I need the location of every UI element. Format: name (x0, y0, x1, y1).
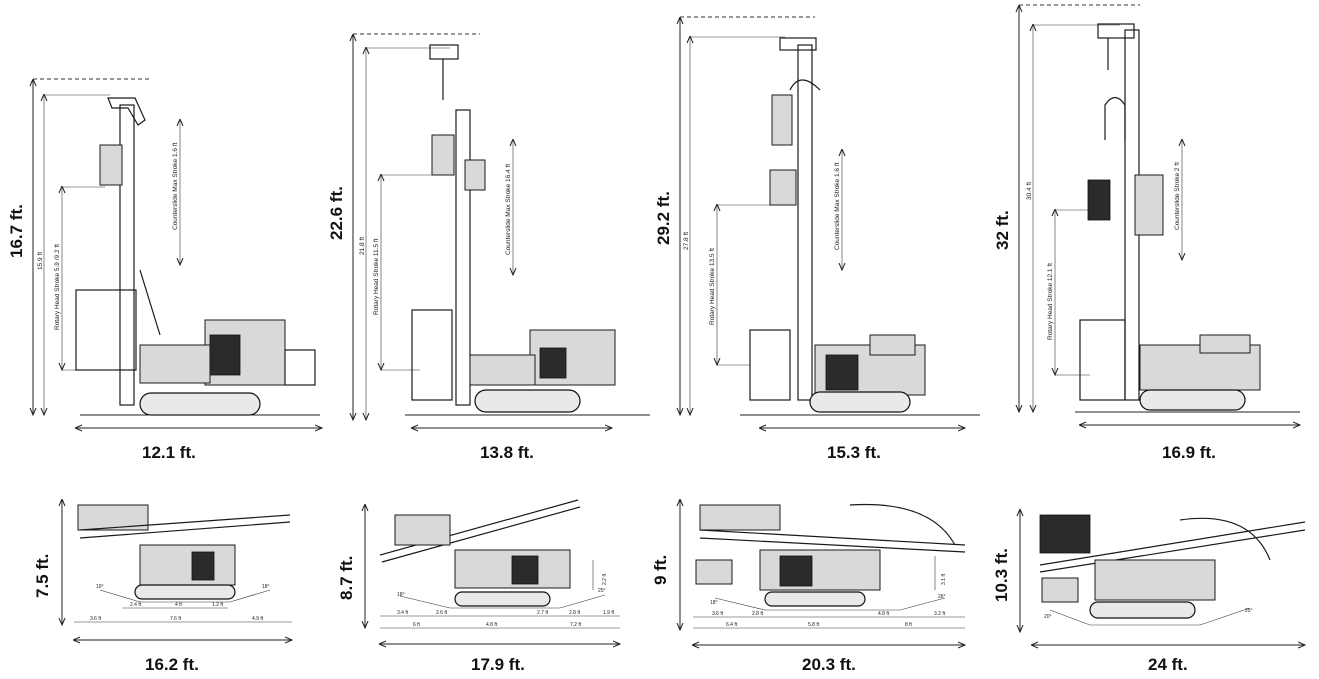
upright-4-height: 32 ft. (993, 210, 1012, 250)
upright-2-width: 13.8 ft. (480, 443, 534, 462)
upright-rig-3: 29.2 ft. 27.8 ft Rotary Head Stroke 13.5… (654, 16, 980, 462)
transport-1-length: 16.2 ft. (145, 655, 199, 674)
upright-3-width: 15.3 ft. (827, 443, 881, 462)
transport-1-dim-lower-0: 3.6 ft (90, 616, 102, 622)
transport-2-machine (379, 499, 581, 607)
transport-2-angle-left: 18° (397, 592, 405, 598)
upright-2-counterslide: Counterslide Max Stroke 16.4 ft (505, 164, 512, 255)
transport-1-machine (77, 504, 291, 600)
transport-3-angle-left: 18° (710, 600, 718, 606)
upright-4-width: 16.9 ft. (1162, 443, 1216, 462)
transport-2-dim-lower-0: 6 ft (413, 622, 421, 628)
transport-2-side-height: 2.2 ft (602, 573, 608, 585)
upright-1-mast-height: 15.9 ft (37, 252, 44, 270)
upright-1-rotary-stroke: Rotary Head Stroke 5.9 /9.2 ft (54, 244, 61, 330)
transport-3-dim-upper-2: 4.8 ft (878, 611, 890, 617)
transport-4-angle-right: 25° (1245, 608, 1253, 614)
upright-1-machine (75, 97, 320, 416)
transport-3-angle-right: 26° (938, 594, 946, 600)
upright-3-rotary-stroke: Rotary Head Stroke 13.5 ft (709, 248, 716, 325)
transport-2-dim-lower-1: 4.8 ft (486, 622, 498, 628)
upright-4-counterslide: Counterslide Stroke 2 ft (1174, 162, 1181, 230)
transport-4-length: 24 ft. (1148, 655, 1188, 674)
transport-2-dim-lower-2: 7.2 ft (570, 622, 582, 628)
transport-3-dim-upper-3: 3.2 ft (934, 611, 946, 617)
upright-3-machine (740, 37, 980, 416)
upright-1-width: 12.1 ft. (142, 443, 196, 462)
upright-4-machine (1075, 23, 1300, 413)
upright-2-rotary-stroke: Rotary Head Stroke 11.5 ft (373, 238, 380, 315)
upright-rig-4: 32 ft. 30.4 ft Rotary Head Stroke 12.1 f… (993, 4, 1300, 462)
upright-rig-1: 16.7 ft. 15.9 ft Rotary Head Stroke 5.9 … (7, 78, 322, 462)
upright-1-height: 16.7 ft. (7, 204, 26, 258)
upright-2-machine (405, 44, 650, 416)
transport-2-length: 17.9 ft. (471, 655, 525, 674)
transport-3-dim-lower-0: 6.4 ft (726, 622, 738, 628)
transport-1-dim-upper-0: 2.4 ft (130, 602, 142, 608)
transport-rig-2: 8.7 ft. 2.2 ft 18° 25° 3.4 ft 2.6 ft 2.7… (337, 499, 620, 674)
transport-4-height: 10.3 ft. (992, 548, 1011, 602)
upright-4-rotary-stroke: Rotary Head Stroke 12.1 ft (1047, 263, 1054, 340)
transport-4-machine (1039, 514, 1306, 619)
upright-3-counterslide: Counterslide Max Stroke 1.6 ft (834, 162, 841, 250)
transport-3-machine (695, 503, 966, 607)
transport-2-dim-upper-3: 2.8 ft (569, 610, 581, 616)
transport-3-dim-lower-2: 8 ft (905, 622, 913, 628)
transport-3-dim-lower-1: 5.8 ft (808, 622, 820, 628)
upright-4-mast-height: 30.4 ft (1026, 182, 1033, 200)
transport-rig-4: 10.3 ft. 20° 25° 24 ft. (992, 510, 1305, 674)
transport-1-height: 7.5 ft. (33, 554, 52, 598)
transport-2-dim-upper-2: 2.7 ft (537, 610, 549, 616)
transport-1-angle-right: 18° (262, 584, 270, 590)
transport-1-dim-upper-2: 1.2 ft (212, 602, 224, 608)
transport-2-dim-upper-4: 1.9 ft (603, 610, 615, 616)
transport-3-side-height: 3.1 ft (941, 573, 947, 585)
transport-3-dim-upper-0: 3.6 ft (712, 611, 724, 617)
transport-2-dim-upper-1: 2.6 ft (436, 610, 448, 616)
transport-2-angle-right: 25° (598, 588, 606, 594)
upright-2-height: 22.6 ft. (327, 186, 346, 240)
transport-1-angle-left: 19° (96, 584, 104, 590)
transport-1-dim-lower-1: 7.6 ft (170, 616, 182, 622)
transport-1-dim-upper-1: 4 ft (175, 602, 183, 608)
upright-3-mast-height: 27.8 ft (683, 232, 690, 250)
transport-rig-1: 7.5 ft. 19° 18° 2.4 ft 4 ft 1.2 ft 3.6 f… (33, 500, 292, 674)
transport-2-dim-upper-0: 3.4 ft (397, 610, 409, 616)
transport-3-height: 9 ft. (651, 555, 670, 585)
transport-3-length: 20.3 ft. (802, 655, 856, 674)
transport-4-angle-left: 20° (1044, 614, 1052, 620)
transport-2-height: 8.7 ft. (337, 556, 356, 600)
upright-1-counterslide: Counterslide Max Stroke 1.6 ft (172, 142, 179, 230)
upright-3-height: 29.2 ft. (654, 191, 673, 245)
transport-rig-3: 9 ft. 3.1 ft 18° 26° 3.6 ft 2.8 ft 4.8 f… (651, 500, 965, 674)
transport-3-dim-upper-1: 2.8 ft (752, 611, 764, 617)
upright-2-mast-height: 21.8 ft (359, 237, 366, 255)
upright-rig-2: 22.6 ft. 21.8 ft Rotary Head Stroke 11.5… (327, 33, 650, 462)
transport-1-dim-lower-2: 4.9 ft (252, 616, 264, 622)
